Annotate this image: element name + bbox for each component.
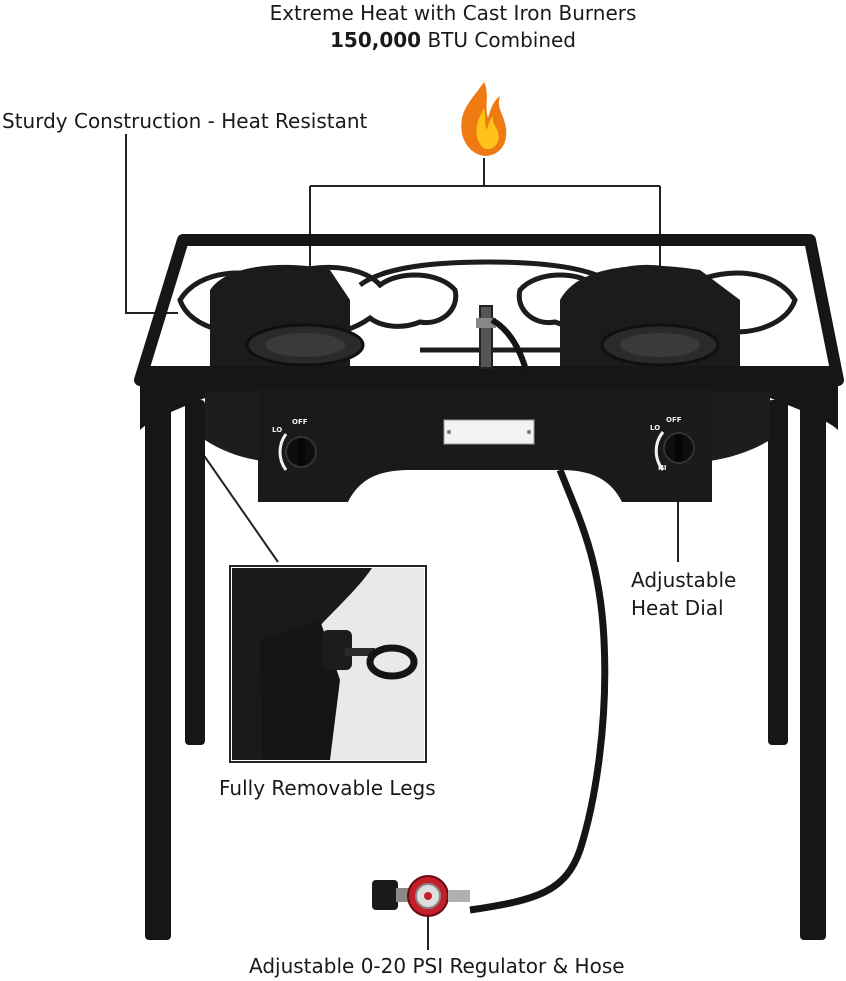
back-right-leg (768, 400, 788, 745)
pressure-regulator (372, 875, 470, 917)
right-knob-hi: HI (658, 464, 666, 472)
regulator-callout: Adjustable 0-20 PSI Regulator & Hose (249, 954, 625, 978)
callout-lines (125, 134, 679, 950)
gas-hose (469, 468, 609, 914)
legs-callout: Fully Removable Legs (219, 776, 436, 800)
btu-value: 150,000 (330, 28, 422, 52)
heat-dial-line2: Heat Dial (631, 596, 724, 620)
front-left-leg (145, 405, 171, 940)
brand-plate (443, 419, 535, 445)
right-knob-lo: LO (650, 424, 660, 432)
control-panel (258, 390, 712, 502)
burner-callout-line (309, 158, 661, 330)
thumb-screw (366, 644, 418, 680)
heat-dial-line1: Adjustable (631, 568, 737, 592)
stove-legs (145, 400, 826, 940)
btu-suffix: BTU Combined (421, 28, 576, 52)
cast-iron-burners (245, 323, 720, 367)
heat-callout-btu: 150,000 BTU Combined (253, 27, 653, 54)
flame-icon (461, 82, 507, 156)
back-left-leg (185, 400, 205, 745)
heat-callout-title: Extreme Heat with Cast Iron Burners (269, 1, 637, 25)
regulator-knob (372, 880, 398, 910)
gas-manifold (476, 305, 529, 371)
left-knob-off: OFF (292, 418, 308, 426)
right-knob-off: OFF (666, 416, 682, 424)
leg-detail-inset (229, 565, 427, 763)
sturdy-callout: Sturdy Construction - Heat Resistant (2, 109, 368, 133)
top-frame (134, 234, 844, 430)
left-knob-lo: LO (272, 426, 282, 434)
front-right-leg (800, 405, 826, 940)
